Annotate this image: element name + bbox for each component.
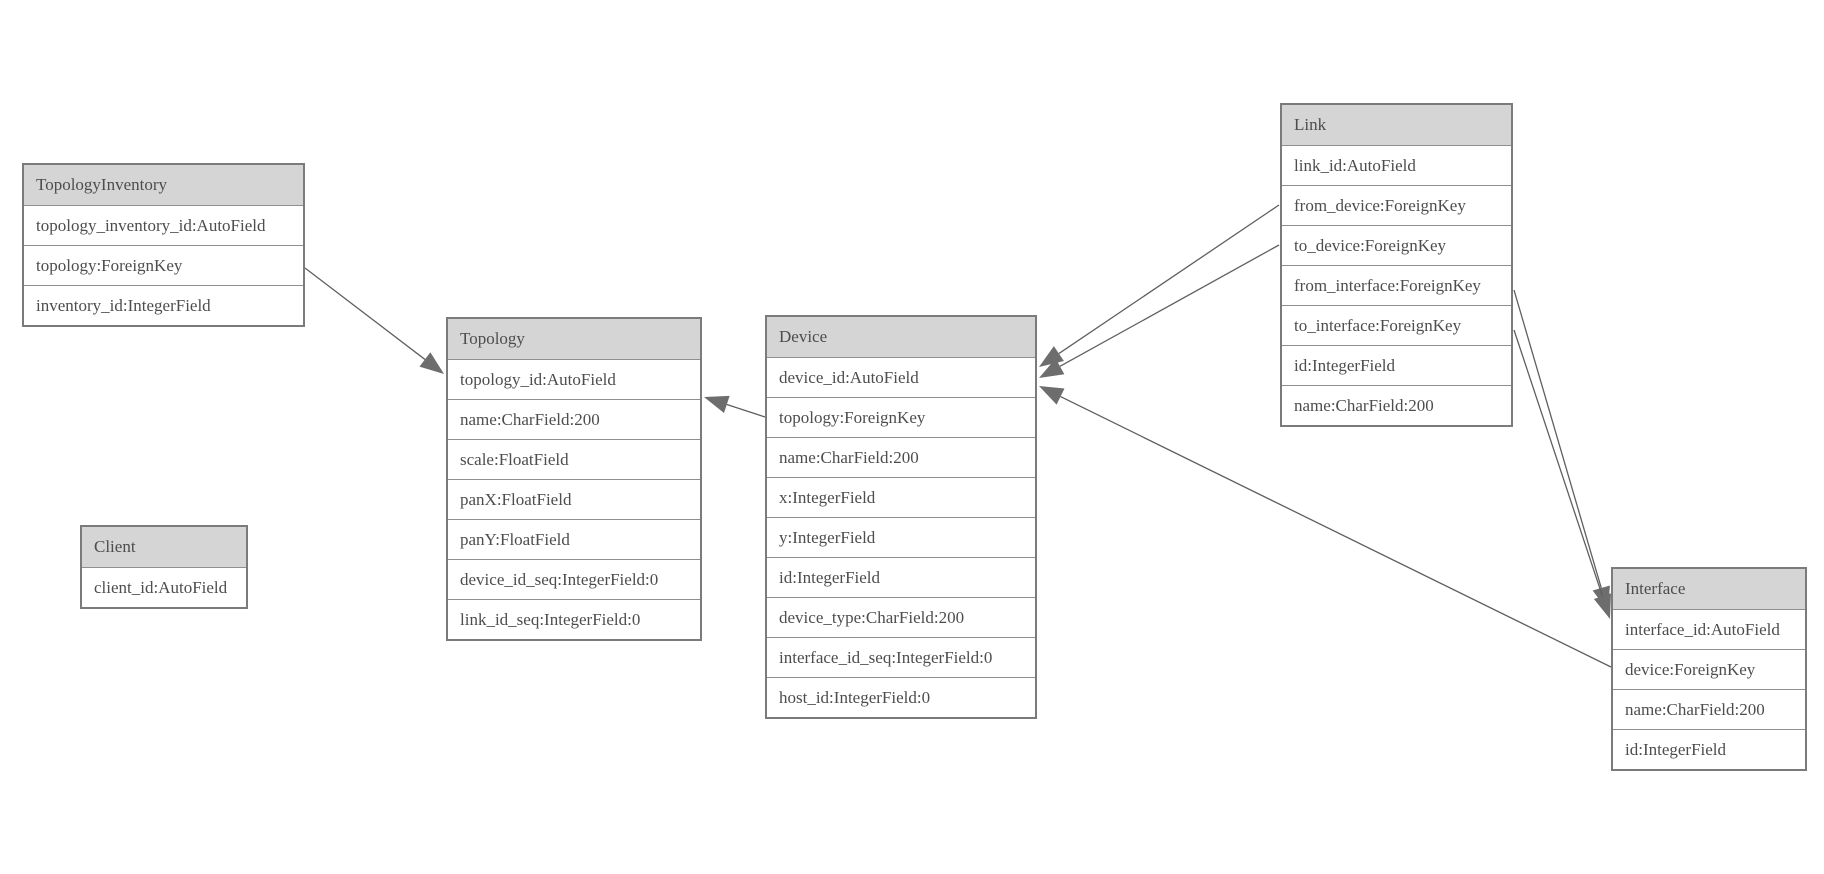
entity-field-row: to_interface:ForeignKey xyxy=(1282,305,1511,345)
entity-field-row: to_device:ForeignKey xyxy=(1282,225,1511,265)
relation-line xyxy=(1058,204,1280,355)
relation-link-to-interface-to-interface xyxy=(1513,329,1611,619)
entity-field-row: inventory_id:IntegerField xyxy=(24,285,303,325)
entity-field-row: name:CharField:200 xyxy=(448,399,700,439)
entity-title-topology: Topology xyxy=(448,319,700,359)
relation-line xyxy=(726,403,766,418)
relation-topologyinventory-to-topology xyxy=(304,267,444,374)
entity-field-row: from_device:ForeignKey xyxy=(1282,185,1511,225)
relation-arrowhead xyxy=(419,352,444,374)
relation-line xyxy=(1513,289,1602,589)
entity-field-row: id:IntegerField xyxy=(1282,345,1511,385)
entity-field-row: topology_inventory_id:AutoField xyxy=(24,205,303,245)
relation-arrowhead xyxy=(1592,585,1610,611)
entity-field-row: id:IntegerField xyxy=(1613,729,1805,769)
entity-field-row: name:CharField:200 xyxy=(767,437,1035,477)
relation-line xyxy=(304,267,426,360)
entity-field-row: host_id:IntegerField:0 xyxy=(767,677,1035,717)
entity-field-row: name:CharField:200 xyxy=(1613,689,1805,729)
relation-link-to-device-to-device xyxy=(1039,244,1280,378)
entity-title-topology-inventory: TopologyInventory xyxy=(24,165,303,205)
entity-field-row: id:IntegerField xyxy=(767,557,1035,597)
entity-field-row: from_interface:ForeignKey xyxy=(1282,265,1511,305)
entity-field-row: y:IntegerField xyxy=(767,517,1035,557)
relation-device-to-topology xyxy=(704,395,766,418)
relation-arrowhead xyxy=(704,395,730,414)
entity-title-device: Device xyxy=(767,317,1035,357)
entity-title-interface: Interface xyxy=(1613,569,1805,609)
entity-field-row: device:ForeignKey xyxy=(1613,649,1805,689)
entity-field-row: interface_id:AutoField xyxy=(1613,609,1805,649)
entity-field-row: panY:FloatField xyxy=(448,519,700,559)
entity-field-row: topology:ForeignKey xyxy=(767,397,1035,437)
entity-title-client: Client xyxy=(82,527,246,567)
entity-field-row: link_id_seq:IntegerField:0 xyxy=(448,599,700,639)
entity-field-row: client_id:AutoField xyxy=(82,567,246,607)
entity-field-row: link_id:AutoField xyxy=(1282,145,1511,185)
entity-title-link: Link xyxy=(1282,105,1511,145)
entity-field-row: topology_id:AutoField xyxy=(448,359,700,399)
entity-field-row: device_id:AutoField xyxy=(767,357,1035,397)
relation-arrowhead xyxy=(1593,593,1611,619)
relation-link-from-device-to-device xyxy=(1039,204,1280,367)
entity-field-row: scale:FloatField xyxy=(448,439,700,479)
relation-arrowhead xyxy=(1039,358,1065,378)
relation-line xyxy=(1059,244,1280,367)
entity-field-row: x:IntegerField xyxy=(767,477,1035,517)
entity-field-row: topology:ForeignKey xyxy=(24,245,303,285)
entity-field-row: name:CharField:200 xyxy=(1282,385,1511,425)
entity-field-row: panX:FloatField xyxy=(448,479,700,519)
relation-line xyxy=(1060,395,1612,668)
relation-link-from-interface-to-interface xyxy=(1513,289,1610,611)
entity-field-row: device_type:CharField:200 xyxy=(767,597,1035,637)
entity-field-row: interface_id_seq:IntegerField:0 xyxy=(767,637,1035,677)
relation-arrowhead xyxy=(1039,386,1065,405)
relation-line xyxy=(1513,329,1604,597)
entity-field-row: device_id_seq:IntegerField:0 xyxy=(448,559,700,599)
relation-arrowhead xyxy=(1039,346,1064,367)
relation-interface-to-device xyxy=(1039,386,1612,668)
